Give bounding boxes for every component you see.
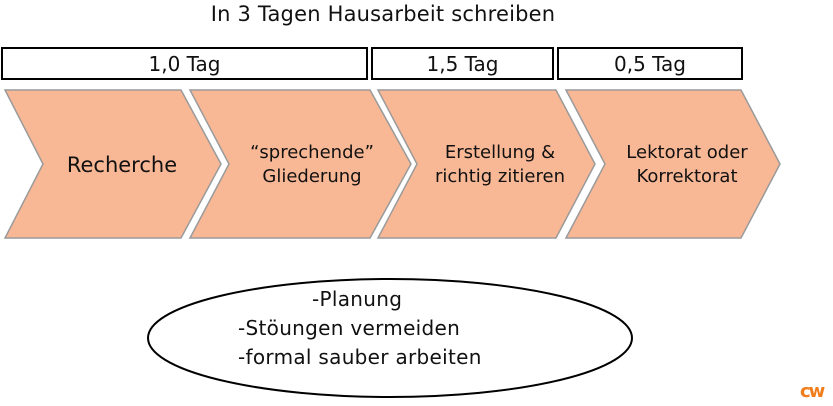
duration-box-1: 1,0 Tag: [1, 47, 368, 80]
chevron-erstellung: [376, 89, 596, 239]
step-line: Gliederung: [262, 166, 362, 187]
step-recherche: Recherche: [42, 125, 202, 205]
step-line: Lektorat oder: [626, 142, 748, 163]
step-gliederung: “sprechende” Gliederung: [225, 125, 399, 205]
logo: cw: [800, 381, 825, 402]
chevron-gliederung: [188, 89, 412, 239]
diagram-title: In 3 Tagen Hausarbeit schreiben: [210, 2, 556, 26]
step-line: Korrektorat: [636, 166, 738, 187]
step-line: Recherche: [66, 153, 178, 177]
duration-box-2: 1,5 Tag: [371, 47, 554, 80]
note-planung: -Planung: [312, 287, 403, 311]
duration-box-3: 0,5 Tag: [557, 47, 743, 80]
step-erstellung: Erstellung & richtig zitieren: [414, 125, 586, 205]
step-line: “sprechende”: [250, 142, 374, 163]
notes-list: -Planung -Stöungen vermeiden -formal sau…: [238, 285, 482, 372]
step-line: Erstellung &: [444, 142, 556, 163]
notes-ellipse: [147, 278, 633, 398]
chevron-recherche: [3, 89, 222, 239]
step-lektorat: Lektorat oder Korrektorat: [600, 125, 774, 205]
note-formal: -formal sauber arbeiten: [238, 345, 482, 369]
process-chevrons: [3, 89, 781, 239]
note-stoerungen: -Stöungen vermeiden: [238, 316, 461, 340]
step-line: richtig zitieren: [435, 166, 565, 187]
chevron-lektorat: [564, 89, 781, 239]
